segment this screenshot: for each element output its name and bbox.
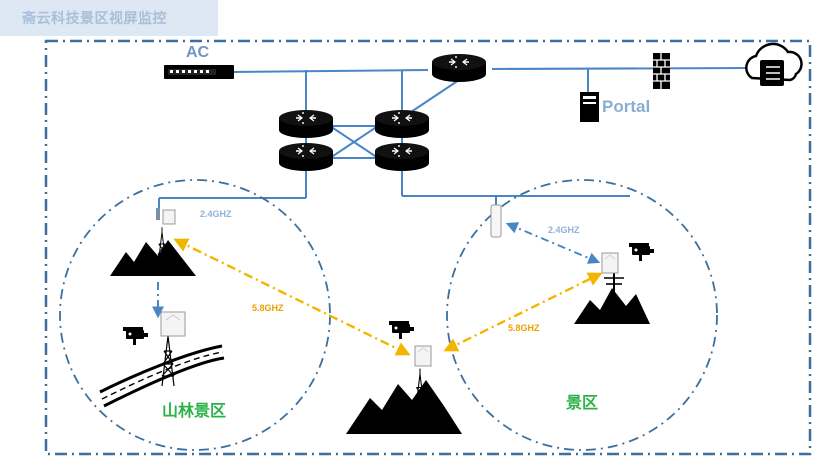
page-title: 斋云科技景区视屏监控 [22,10,167,26]
ac-controller-icon [164,65,234,79]
cctv-camera-icon [389,321,414,339]
network-boundary [44,39,812,456]
core-router-icon [431,53,487,83]
mountain-icon [110,240,196,276]
router-icon [374,109,430,139]
frequency-label-24ghz-left: 2.4GHZ [200,209,232,219]
frequency-label-58ghz-right: 5.8GHZ [508,323,540,333]
cloud-server-icon [745,42,803,86]
zone-label-scenic: 景区 [566,395,599,412]
cctv-camera-icon [123,327,148,345]
access-point-icon [601,252,619,274]
router-icon [278,109,334,139]
wireless-links-24ghz [152,222,601,319]
firewall-icon [653,53,670,89]
utility-pole-icon [604,272,624,310]
mountain-icon [346,380,462,434]
wireless-links-58ghz [173,238,603,356]
access-point-icon [414,345,432,367]
frequency-label-24ghz-right: 2.4GHZ [548,225,580,235]
access-point-icon [160,311,186,337]
title-tab: 斋云科技景区视屏监控 [0,0,218,36]
router-icon [278,142,334,172]
access-point-icon [156,208,176,225]
ac-label: AC [186,44,210,61]
portal-label: Portal [602,97,651,116]
router-icon [374,142,430,172]
access-point-icon [490,204,502,238]
mountain-icon [574,288,650,324]
portal-server-icon [580,92,599,122]
cctv-camera-icon [629,243,654,261]
frequency-label-58ghz-left: 5.8GHZ [252,303,284,313]
zone-label-forest: 山林景区 [162,403,227,420]
